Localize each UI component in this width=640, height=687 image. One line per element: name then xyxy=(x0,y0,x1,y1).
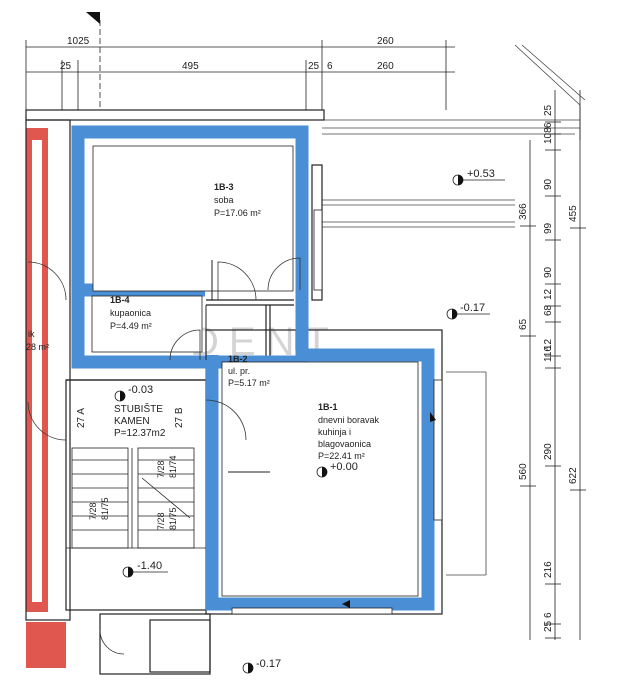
dimension-label: 455 xyxy=(568,205,579,222)
stair-label: STUBIŠTE KAMEN P=12.37m2 xyxy=(114,402,166,439)
dimension-label: 65 xyxy=(518,318,529,330)
level-label: +0.00 xyxy=(330,461,358,473)
room-1b4-label: 1B-4 kupaonica P=4.49 m² xyxy=(110,295,152,331)
dimension-label: 622 xyxy=(568,467,579,484)
stair-label-a: 27 A xyxy=(76,408,87,428)
room-1b3-outline xyxy=(71,125,309,369)
dim-260-a: 260 xyxy=(377,36,394,47)
stair-treads xyxy=(66,447,206,549)
level-label: -1.40 xyxy=(137,560,162,572)
room-1b3-label: 1B-3 soba P=17.06 m² xyxy=(214,182,261,218)
svg-text:kupaonica: kupaonica xyxy=(110,308,151,318)
svg-text:1B-1: 1B-1 xyxy=(318,402,338,412)
level-label: -0.17 xyxy=(460,302,485,314)
svg-text:ul. pr.: ul. pr. xyxy=(228,366,250,376)
dimension-label: 290 xyxy=(543,443,554,460)
svg-text:KAMEN: KAMEN xyxy=(114,416,150,427)
level-label: -0.17 xyxy=(256,658,281,670)
dim-25-b: 25 xyxy=(308,61,320,72)
dimension-label: 6 xyxy=(543,122,554,128)
svg-text:P=5.17 m²: P=5.17 m² xyxy=(228,378,270,388)
svg-text:blagovaonica: blagovaonica xyxy=(318,439,371,449)
room-left-label: ik xyxy=(28,329,35,339)
dim-495: 495 xyxy=(182,61,199,72)
top-dimensions xyxy=(25,20,455,110)
dimension-label: 108 xyxy=(543,127,554,144)
svg-text:P=4.49 m²: P=4.49 m² xyxy=(110,321,152,331)
stair-step-label: 7/28 xyxy=(88,502,98,520)
right-dimension-labels-3: 455 622 xyxy=(568,205,586,491)
room-left-area: 28 m² xyxy=(26,342,49,352)
window-arrow-icon xyxy=(430,412,436,422)
level-label: +0.53 xyxy=(467,168,495,180)
dim-6: 6 xyxy=(327,61,333,72)
door-swings xyxy=(27,257,301,655)
right-dimensions xyxy=(529,90,581,640)
partitions xyxy=(205,260,292,473)
dimension-label: 12 xyxy=(543,288,554,300)
stair-step-label: 7/28 xyxy=(156,460,166,478)
svg-text:P=17.06 m²: P=17.06 m² xyxy=(214,208,261,218)
svg-text:1B-3: 1B-3 xyxy=(214,182,234,192)
section-marker-icon xyxy=(86,12,100,24)
svg-text:P=12.37m2: P=12.37m2 xyxy=(114,428,166,439)
stair-step-label: 7/28 xyxy=(156,512,166,530)
svg-text:1B-4: 1B-4 xyxy=(110,295,130,305)
dim-1025: 1025 xyxy=(67,36,90,47)
svg-text:1B-2: 1B-2 xyxy=(228,354,248,364)
stair-label-b: 27 B xyxy=(174,407,185,428)
bottom-left-wall-red xyxy=(26,622,66,668)
dim-260-b: 260 xyxy=(377,61,394,72)
window-arrow-icon xyxy=(342,600,350,608)
dimension-label: 99 xyxy=(543,222,554,234)
stair-step-label: 81/75 xyxy=(168,507,178,530)
dimension-label: 68 xyxy=(543,304,554,316)
windows xyxy=(231,209,443,615)
room-1b1-outline xyxy=(205,348,435,611)
right-dimension-labels-2: 366 65 560 xyxy=(518,203,536,487)
room-1b1-label: 1B-1 dnevni boravak kuhinja i blagovaoni… xyxy=(318,402,380,461)
dimension-label: 116 xyxy=(543,346,554,362)
stair-step-label: 81/75 xyxy=(100,497,110,520)
room-1b2-label: 1B-2 ul. pr. P=5.17 m² xyxy=(228,354,270,388)
terrace-lines xyxy=(322,44,586,576)
svg-text:STUBIŠTE: STUBIŠTE xyxy=(114,402,163,415)
dim-25-a: 25 xyxy=(60,61,72,72)
svg-text:dnevni boravak: dnevni boravak xyxy=(318,415,380,425)
svg-text:P=22.41 m²: P=22.41 m² xyxy=(318,451,365,461)
dimension-label: 560 xyxy=(518,463,529,480)
dimension-label: 90 xyxy=(543,266,554,278)
dimension-label: 90 xyxy=(543,178,554,190)
dimension-label: 6 xyxy=(543,612,554,618)
dimension-label: 25 xyxy=(543,104,554,116)
level-label: -0.03 xyxy=(128,384,153,396)
stair-step-label: 81/74 xyxy=(168,455,178,478)
dimension-label: 12 xyxy=(543,338,554,350)
dimension-label: 366 xyxy=(518,203,529,220)
dimension-label: 25 xyxy=(543,620,554,632)
svg-text:soba: soba xyxy=(214,195,234,205)
dimension-label: 216 xyxy=(543,561,554,578)
svg-text:kuhinja i: kuhinja i xyxy=(318,427,351,437)
